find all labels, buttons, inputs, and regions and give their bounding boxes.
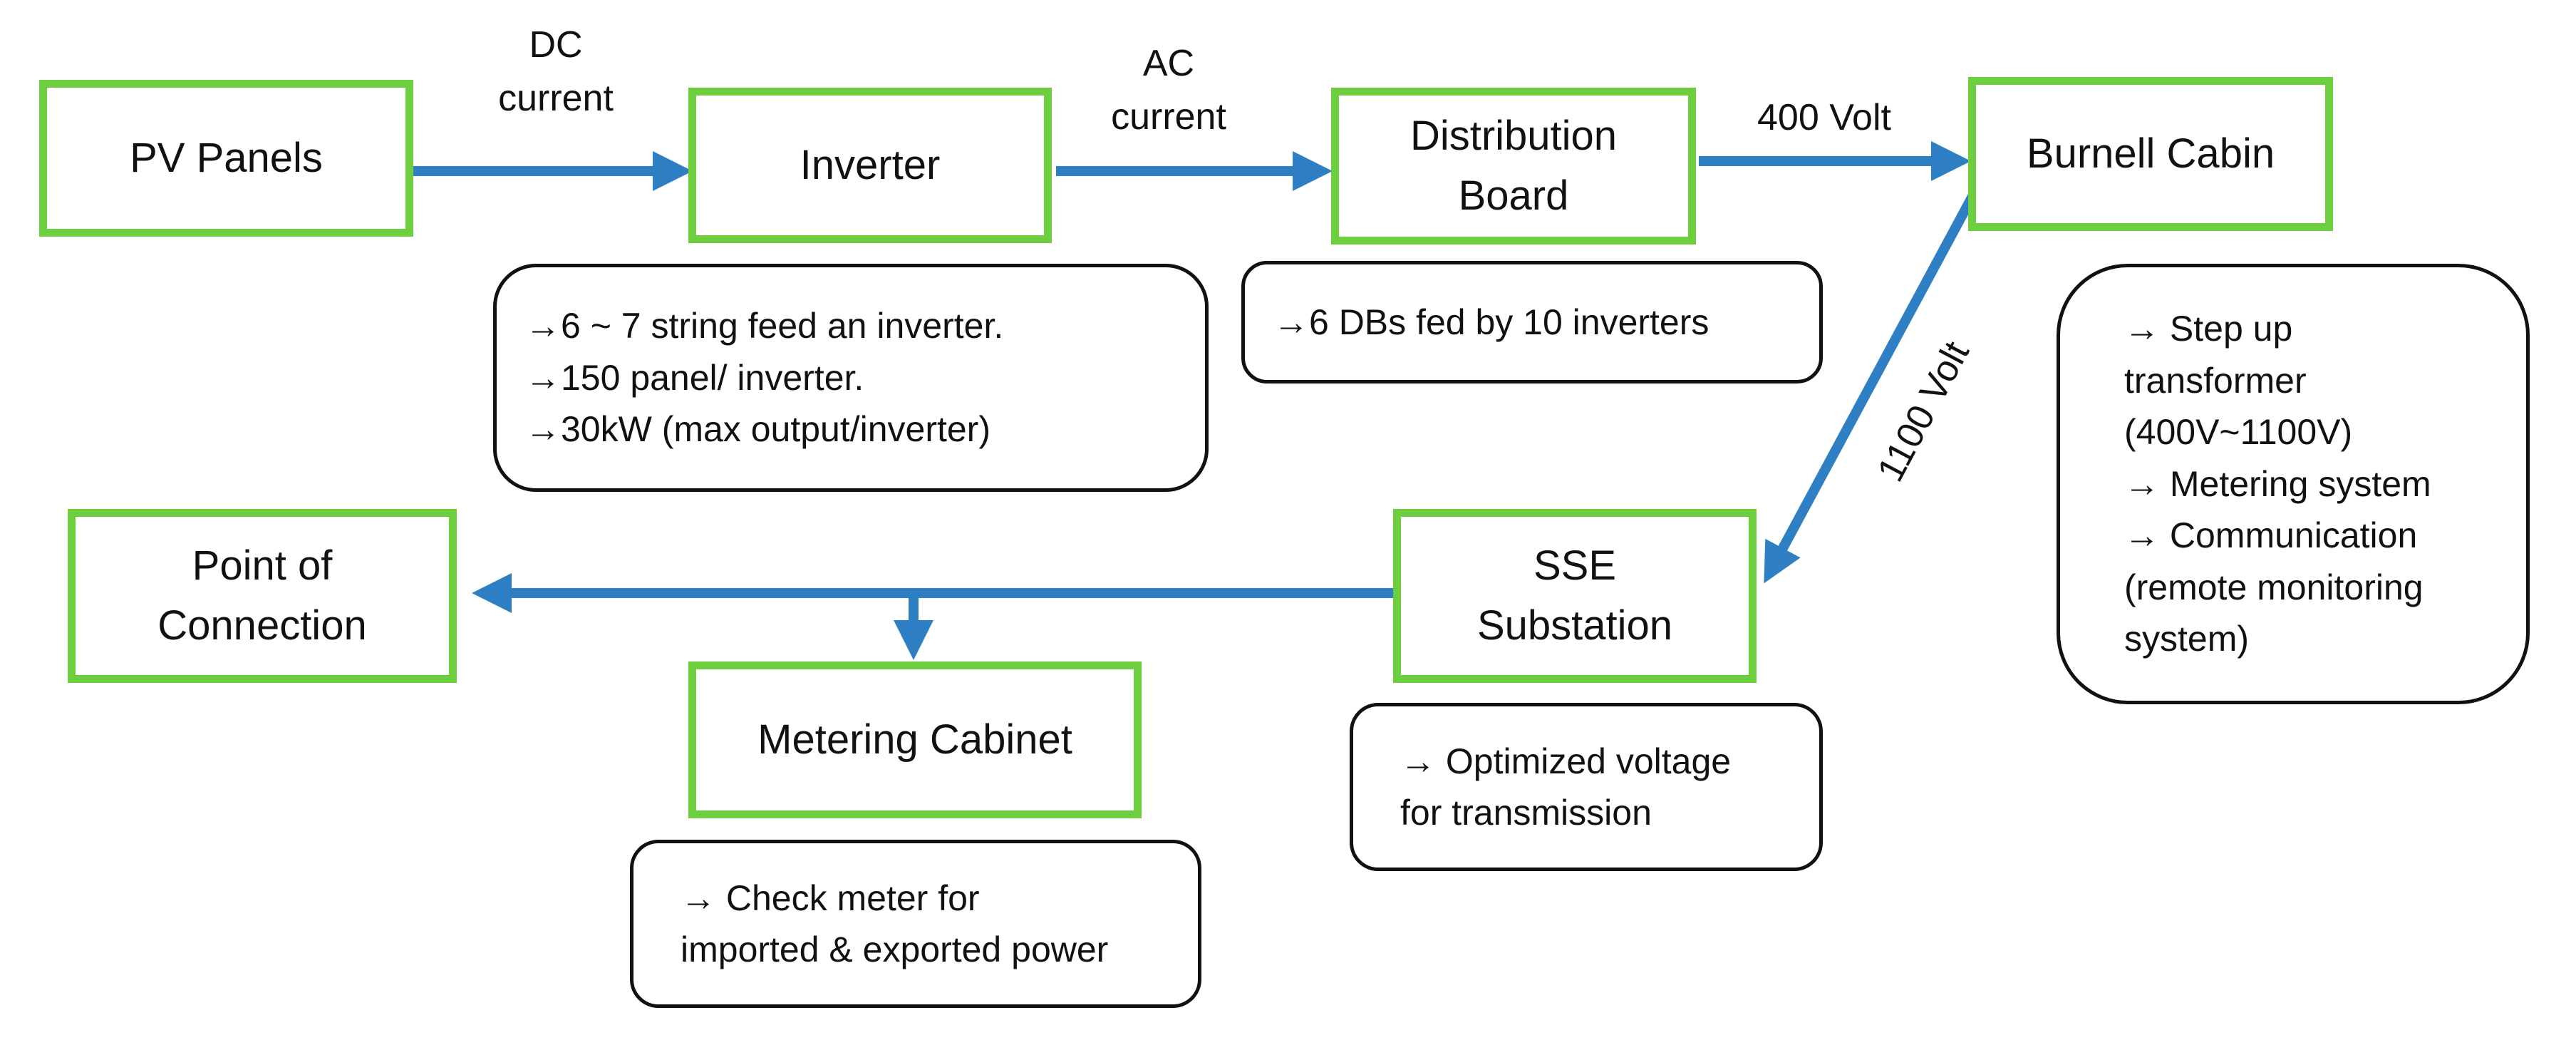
point-of-connection-node: Point of Connection [68,509,457,683]
burnell-cabin-note-line: → Step up [2124,309,2293,349]
metering-cabinet-note: → Check meter for imported & exported po… [630,840,1201,1008]
metering-cabinet-node: Metering Cabinet [688,662,1142,818]
inverter-note-line: →30kW (max output/inverter) [525,409,990,450]
distribution-board-note: →6 DBs fed by 10 inverters [1241,261,1823,383]
inverter-note-line: →6 ~ 7 string feed an inverter. [525,306,1004,346]
400-volt-label: 400 Volt [1757,97,1891,138]
sse-substation-node: SSE Substation [1393,509,1757,683]
burnell-cabin-note-line: (remote monitoring [2124,567,2424,607]
pv-panels-node: PV Panels [39,80,413,237]
burnell-cabin-note-line: system) [2124,619,2249,659]
burnell-cabin-note-line: → Communication [2124,515,2418,556]
sse-substation-note-line: for transmission [1400,793,1652,833]
burnell-cabin-note-line: transformer [2124,360,2307,401]
inverter-node: Inverter [688,88,1052,243]
sse-substation-note-line: → Optimized voltage [1400,741,1732,781]
metering-cabinet-note-line: → Check meter for [681,877,980,918]
distribution-board-node: Distribution Board [1331,88,1696,244]
burnell-cabin-note: → Step up transformer (400V~1100V) → Met… [2057,264,2530,704]
burnell-cabin-note-line: (400V~1100V) [2124,412,2353,453]
arrow-burnell-to-sse [1764,188,1980,584]
inverter-note: →6 ~ 7 string feed an inverter. →150 pan… [493,264,1209,492]
sse-substation-note: → Optimized voltage for transmission [1350,703,1823,871]
inverter-note-line: →150 panel/ inverter. [525,357,864,398]
burnell-cabin-node: Burnell Cabin [1968,77,2333,231]
distribution-board-note-line: →6 DBs fed by 10 inverters [1273,302,1709,342]
dc-current-label: DC current [498,24,614,120]
metering-cabinet-note-line: imported & exported power [681,930,1109,969]
burnell-cabin-note-line: → Metering system [2124,463,2431,504]
ac-current-label: AC current [1111,43,1226,138]
